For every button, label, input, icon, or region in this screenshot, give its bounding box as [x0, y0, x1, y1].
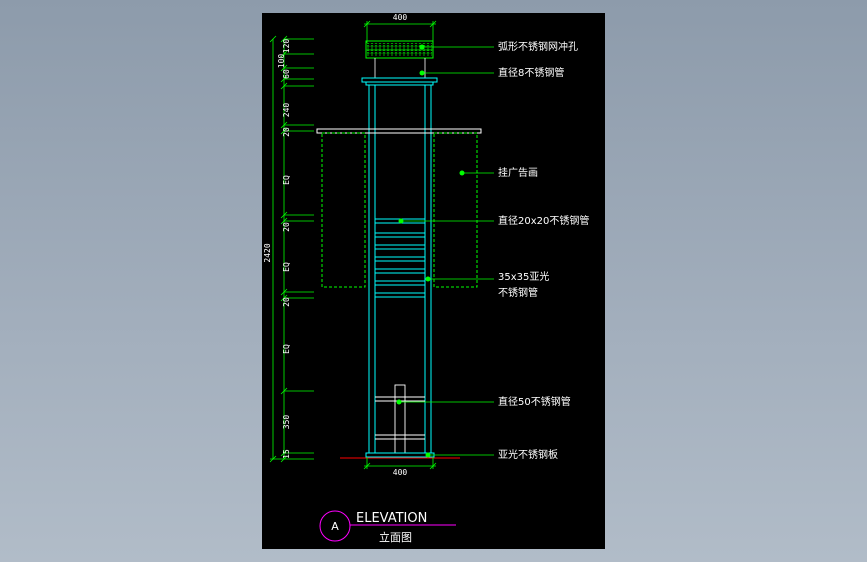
hanger-arm: [316, 128, 482, 134]
label-pipe-20x20: 直径20x20不锈钢管: [498, 214, 589, 227]
segment-label-1: 100: [277, 54, 286, 69]
segment-label-8: 20: [282, 297, 291, 307]
segment-label-10: 350: [282, 415, 291, 430]
segment-label-2: 60: [282, 69, 291, 79]
segment-label-9: EQ: [282, 344, 291, 354]
segment-label-6: 20: [282, 222, 291, 232]
bottom-width-label: 400: [393, 468, 408, 477]
segment-label-3: 240: [282, 103, 291, 118]
section-symbol: [319, 510, 351, 542]
top-cap: [361, 77, 438, 86]
title-english: ELEVATION: [356, 511, 427, 526]
ad-panels: [321, 132, 478, 288]
title-chinese: 立面图: [379, 530, 412, 544]
label-perforated-mesh: 弧形不锈钢网冲孔: [498, 40, 578, 53]
segment-label-4: 20: [282, 127, 291, 137]
label-ad-panel: 挂广告画: [498, 166, 538, 179]
elevation-drawing: 400 2420 120: [263, 13, 589, 544]
left-dimension-chain: [269, 35, 314, 463]
label-matte-35x35-line2: 不锈钢管: [498, 286, 538, 299]
base-plate: [340, 452, 460, 459]
segment-label-0: 120: [282, 39, 291, 54]
label-pipe-50: 直径50不锈钢管: [498, 395, 571, 408]
segment-label-7: EQ: [282, 262, 291, 272]
top-dimension: [363, 20, 437, 43]
top-width-label: 400: [393, 13, 408, 22]
drawing-sheet: 400 2420 120: [262, 13, 605, 549]
leader-dots: [396, 44, 465, 458]
lower-pipe-assembly: [375, 384, 425, 454]
title-block: [319, 510, 456, 542]
perforated-mesh-box: [365, 40, 434, 59]
segment-label-11: 15: [282, 449, 291, 459]
label-matte-plate: 亚光不锈钢板: [498, 448, 558, 461]
ladder-bars: [374, 218, 426, 298]
section-symbol-letter: A: [331, 520, 339, 533]
mesh-support-posts: [374, 58, 426, 78]
leader-lines: [399, 46, 494, 456]
bottom-dimension: [363, 457, 437, 470]
label-matte-35x35-line1: 35x35亚光: [498, 270, 549, 283]
segment-label-5: EQ: [282, 175, 291, 185]
label-pipe-8: 直径8不锈钢管: [498, 66, 564, 79]
total-height-label: 2420: [263, 243, 272, 262]
